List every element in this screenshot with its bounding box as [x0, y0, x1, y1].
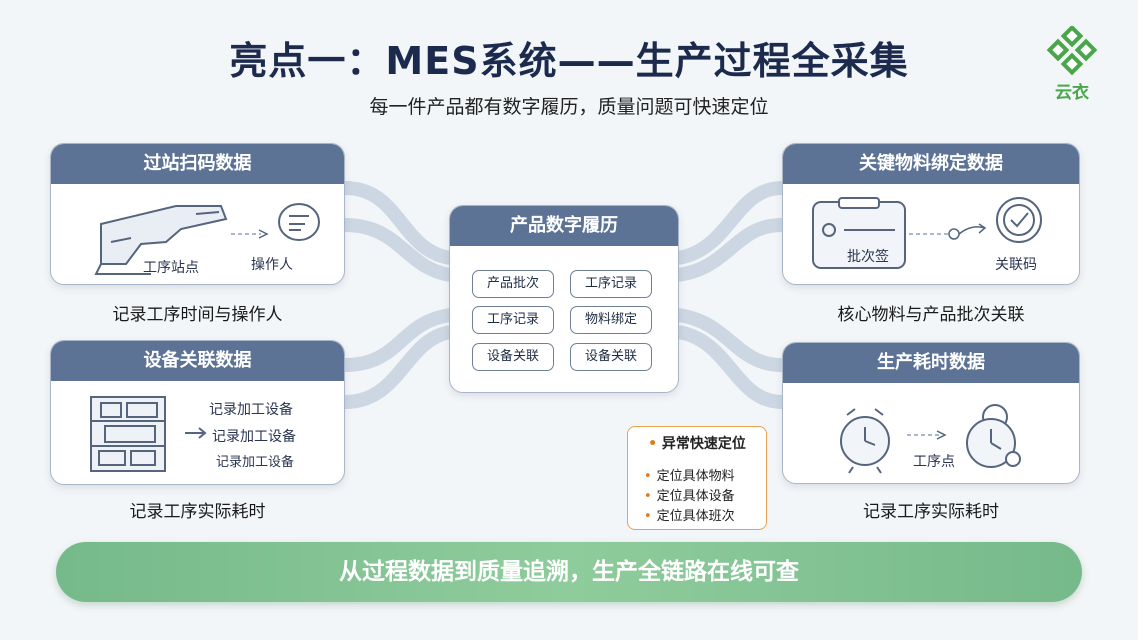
station-point-label: 工序点 — [913, 454, 955, 470]
page-subtitle: 每一件产品都有数字履历，质量问题可快速定位 — [369, 96, 769, 118]
history-chip: 产品批次 — [472, 270, 554, 298]
card-material-binding: 关键物料绑定数据 批次签 关联码 — [782, 143, 1080, 285]
flow-ribbon — [338, 181, 457, 265]
card-production-timing: 生产耗时数据 工序点 — [782, 342, 1080, 484]
alarm-clock-icon — [966, 404, 1021, 468]
card-caption: 记录工序时间与操作人 — [112, 305, 283, 325]
check-badge-icon — [996, 197, 1042, 243]
card-product-digital-history: 产品数字履历 产品批次 工序记录 工序记录 物料绑定 设备关联 设备关联 — [449, 205, 679, 393]
anomaly-locate-title: • 异常快速定位 — [628, 433, 766, 453]
flow-ribbon — [671, 218, 789, 282]
card-title: 过站扫码数据 — [51, 144, 344, 184]
card-title: 设备关联数据 — [51, 341, 344, 381]
card-caption: 记录工序实际耗时 — [129, 502, 266, 522]
anomaly-title-text: 异常快速定位 — [661, 436, 746, 452]
card-scan-data: 过站扫码数据 工序站点 操作人 — [50, 143, 345, 285]
page-title: 亮点一：MES系统——生产过程全采集 — [229, 39, 909, 83]
logo-text: 云衣 — [1055, 83, 1089, 103]
operator-label: 操作人 — [251, 257, 293, 273]
card-caption: 记录工序实际耗时 — [863, 502, 999, 522]
brand-logo: 云衣 — [1040, 24, 1104, 104]
bullet-dot-icon: • — [648, 436, 658, 452]
stopwatch-icon — [840, 404, 1021, 474]
equipment-rack-icon — [90, 396, 207, 472]
anomaly-item: 定位具体班次 — [644, 505, 735, 524]
history-chip: 工序记录 — [472, 306, 554, 334]
flow-ribbon — [671, 325, 789, 409]
scanner-icon — [94, 203, 320, 275]
anomaly-locate-box: • 异常快速定位 定位具体物料 定位具体设备 定位具体班次 — [627, 426, 767, 530]
anomaly-item: 定位具体设备 — [644, 485, 735, 504]
card-title: 生产耗时数据 — [783, 343, 1079, 383]
flow-ribbon — [338, 218, 457, 282]
link-code-label: 关联码 — [995, 257, 1037, 273]
equipment-line: 记录加工设备 — [212, 429, 296, 445]
flow-ribbon — [671, 181, 789, 265]
equipment-line: 记录加工设备 — [216, 455, 295, 470]
flow-ribbon — [671, 308, 789, 372]
flow-ribbon — [338, 325, 457, 409]
history-chip: 工序记录 — [570, 270, 652, 298]
station-label: 工序站点 — [143, 260, 199, 276]
batch-tag-icon — [812, 197, 1042, 269]
history-chip: 设备关联 — [570, 343, 652, 371]
summary-banner: 从过程数据到质量追溯，生产全链路在线可查 — [56, 542, 1082, 602]
card-title: 产品数字履历 — [450, 206, 678, 246]
flow-ribbon — [338, 308, 457, 372]
anomaly-item: 定位具体物料 — [644, 465, 735, 484]
card-equipment-data: 设备关联数据 记录加工设备 记录加工设备 记录加工设备 — [50, 340, 345, 485]
operator-icon — [278, 203, 320, 241]
history-chip: 物料绑定 — [570, 306, 652, 334]
logo-mark-icon — [1046, 24, 1098, 76]
card-caption: 核心物料与产品批次关联 — [837, 305, 1025, 325]
equipment-line: 记录加工设备 — [209, 402, 293, 418]
history-chip: 设备关联 — [472, 343, 554, 371]
card-title: 关键物料绑定数据 — [783, 144, 1079, 184]
batch-tag-label: 批次签 — [847, 249, 889, 265]
